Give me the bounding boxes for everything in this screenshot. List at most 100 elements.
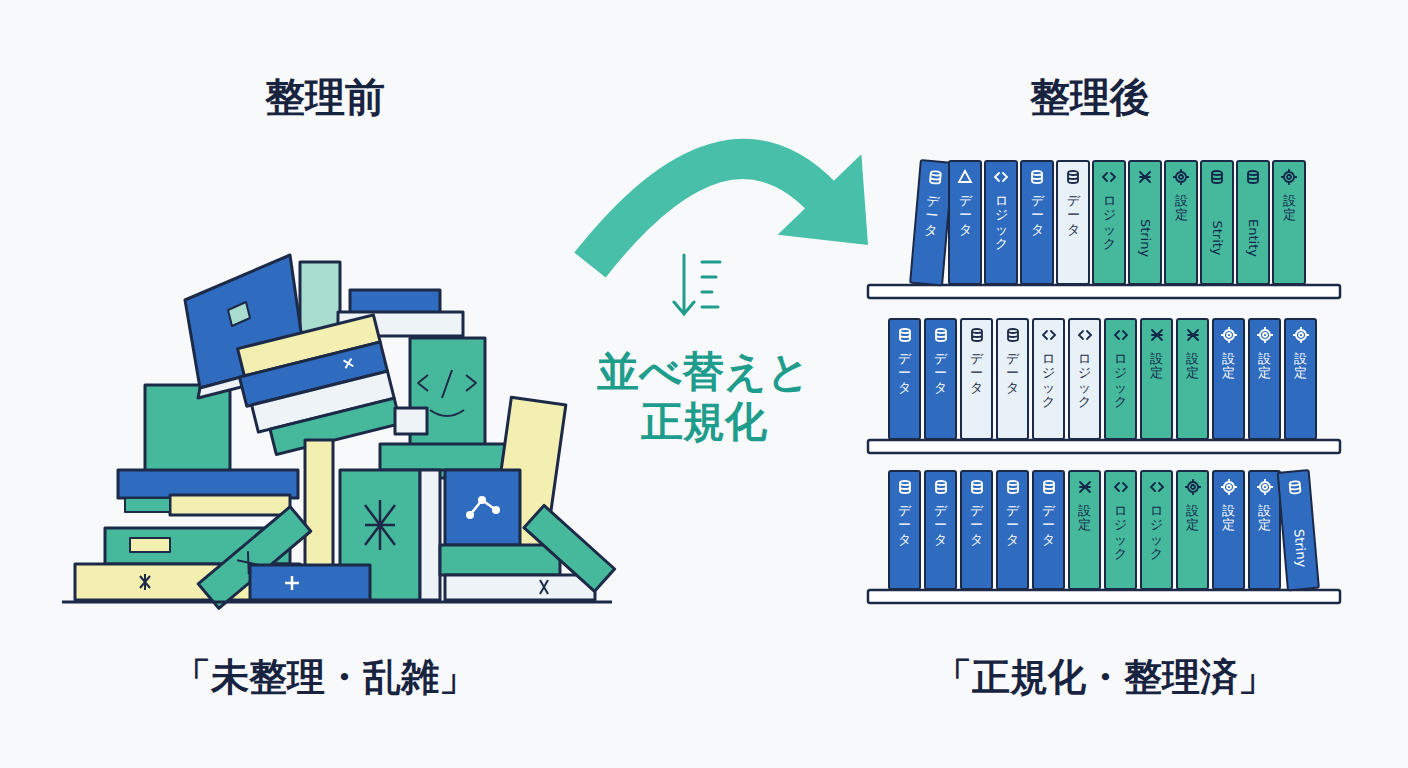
icon-stroke [936, 481, 946, 493]
icon-stroke [1140, 172, 1150, 182]
book-spine: ロジック [1032, 318, 1065, 440]
icon-stroke [1212, 171, 1222, 183]
book-shape [250, 565, 370, 600]
spine-label: ロジック [1150, 504, 1163, 561]
book-shape [430, 410, 464, 416]
spine-label: 設定 [1283, 194, 1296, 223]
messy-books [75, 255, 615, 608]
spine-icon [1137, 169, 1153, 185]
spine-label: 設定 [1222, 504, 1235, 533]
book-shape [420, 470, 440, 600]
spine-icon [969, 327, 985, 343]
book-shape [702, 262, 720, 307]
book-spine: Striny [1277, 469, 1320, 591]
spine-icon [1209, 169, 1225, 185]
arrow-head [778, 154, 868, 245]
section-caption: 「正規化・整理済」 [860, 652, 1350, 703]
icon-stroke [930, 171, 941, 184]
book-spine: Strity [1200, 160, 1234, 285]
book-spine: Entity [1236, 160, 1270, 285]
spine-icon [1245, 169, 1261, 185]
book-shape [492, 506, 500, 514]
book-shape [395, 408, 427, 434]
spine-label: データ [1067, 194, 1080, 237]
spine-icon [897, 479, 913, 495]
book-spine: 設定 [1068, 470, 1101, 590]
book-shape [524, 505, 615, 591]
book-shape [365, 500, 395, 550]
spine-icon [969, 479, 985, 495]
icon-stroke [1282, 170, 1297, 185]
book-spine: ロジック [1104, 470, 1137, 590]
floor-line [62, 601, 612, 604]
icon-stroke [1174, 170, 1189, 185]
book-spine: 設定 [1176, 470, 1209, 590]
book-shape [466, 511, 474, 519]
section-caption: 「未整理・乱雑」 [60, 652, 590, 703]
spine-label: 設定 [1175, 194, 1188, 223]
book-shape [868, 440, 1340, 453]
spine-icon [897, 327, 913, 343]
book-shape [524, 505, 615, 591]
spine-label: ロジック [1114, 504, 1127, 561]
icon-stroke [1079, 331, 1091, 339]
icon-stroke [959, 171, 971, 182]
sort-icon [674, 255, 720, 314]
spine-label: データ [898, 352, 911, 395]
book-spine: ロジック [984, 160, 1018, 285]
spine-icon [1286, 479, 1303, 496]
book-spine: 設定 [1140, 318, 1173, 440]
spine-icon [1077, 327, 1093, 343]
spine-icon [1257, 479, 1273, 495]
icon-stroke [972, 329, 982, 341]
spine-icon [1221, 479, 1237, 495]
spine-icon [1041, 479, 1057, 495]
spine-label: Entity [1247, 219, 1260, 257]
icon-stroke [1032, 171, 1042, 183]
spine-label: データ [1042, 504, 1055, 547]
spine-label: データ [898, 504, 911, 547]
book-shape [228, 302, 250, 326]
book-spine: 設定 [1176, 318, 1209, 440]
book-spine: Striny [1128, 160, 1162, 285]
spine-icon [1293, 327, 1309, 343]
spine-label: データ [1006, 352, 1019, 395]
spine-icon [1005, 327, 1021, 343]
book-spine: 設定 [1212, 470, 1245, 590]
spine-icon [1101, 169, 1117, 185]
icon-stroke [1185, 480, 1200, 495]
spine-icon [1257, 327, 1273, 343]
icon-stroke [1151, 483, 1163, 491]
icon-stroke [900, 481, 910, 493]
section-heading: 整理後 [860, 70, 1320, 125]
book-spine: 設定 [1212, 318, 1245, 440]
icon-stroke [995, 173, 1007, 181]
book-shape [380, 444, 510, 470]
spine-label: 設定 [1150, 352, 1163, 381]
icon-stroke [1257, 480, 1272, 495]
book-spine: 設定 [1248, 470, 1281, 590]
book-shape [125, 498, 170, 512]
section-heading: 整理前 [60, 70, 590, 125]
spine-label: ロジック [1078, 352, 1091, 409]
spine-label: ロジック [1114, 352, 1127, 409]
book-spine: 設定 [1248, 318, 1281, 440]
book-shape [868, 285, 1340, 298]
spine-icon [1065, 169, 1081, 185]
book-spine: データ [888, 470, 921, 590]
icon-stroke [1044, 481, 1054, 493]
book-shape [674, 255, 694, 314]
icon-stroke [936, 329, 946, 341]
group-panel: 整理後「正規化・整理済」データデータロジックデータデータロジックStriny設定… [860, 60, 1350, 720]
book-shape [445, 470, 520, 545]
book-shape [344, 358, 354, 368]
book-spine: データ [1056, 160, 1090, 285]
spine-label: ロジック [1103, 194, 1116, 251]
book-spine: データ [924, 318, 957, 440]
book-shape [145, 385, 230, 480]
icon-stroke [1008, 329, 1018, 341]
spine-label: 設定 [1186, 352, 1199, 381]
book-shape [233, 315, 401, 459]
icon-stroke [1248, 171, 1258, 183]
book-shape [350, 290, 440, 314]
